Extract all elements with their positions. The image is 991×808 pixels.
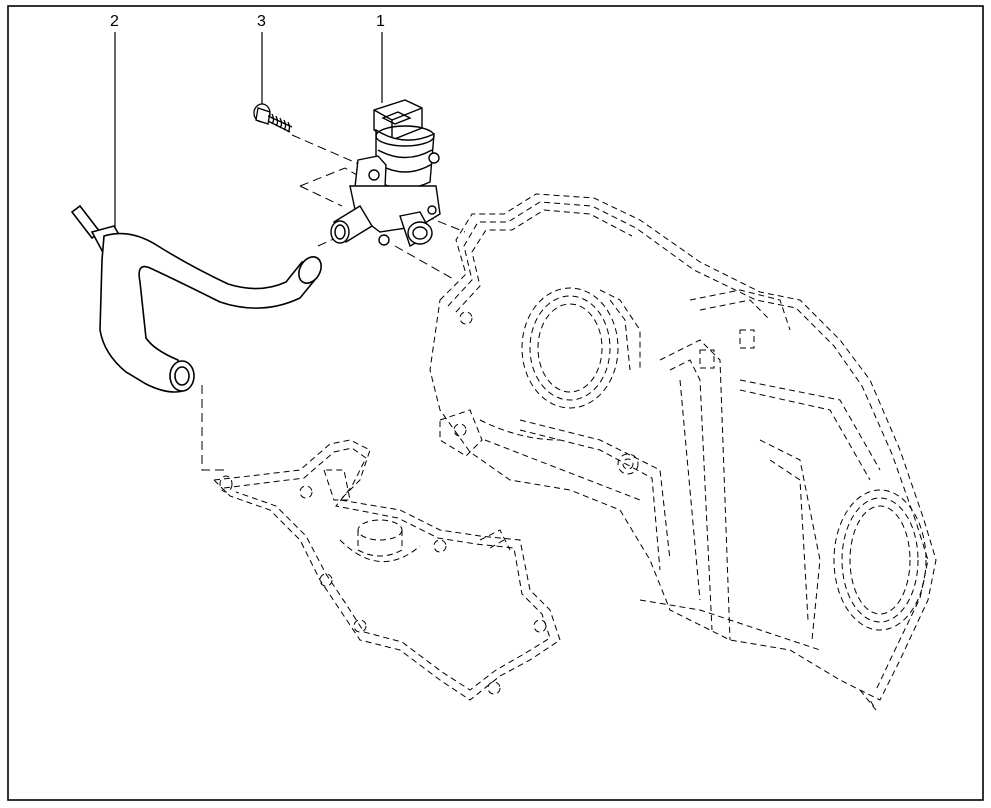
lower-housing-outline xyxy=(212,439,561,701)
hose-part-2 xyxy=(70,204,322,393)
callout-3: 3 xyxy=(257,13,266,30)
leader-lines xyxy=(114,32,383,230)
engine-housing-outline xyxy=(429,193,937,711)
bolt-part-3 xyxy=(253,103,293,133)
callout-1: 1 xyxy=(376,13,385,30)
valve-part-1 xyxy=(330,99,441,248)
callout-2: 2 xyxy=(110,13,119,30)
diagram-frame xyxy=(7,5,984,801)
